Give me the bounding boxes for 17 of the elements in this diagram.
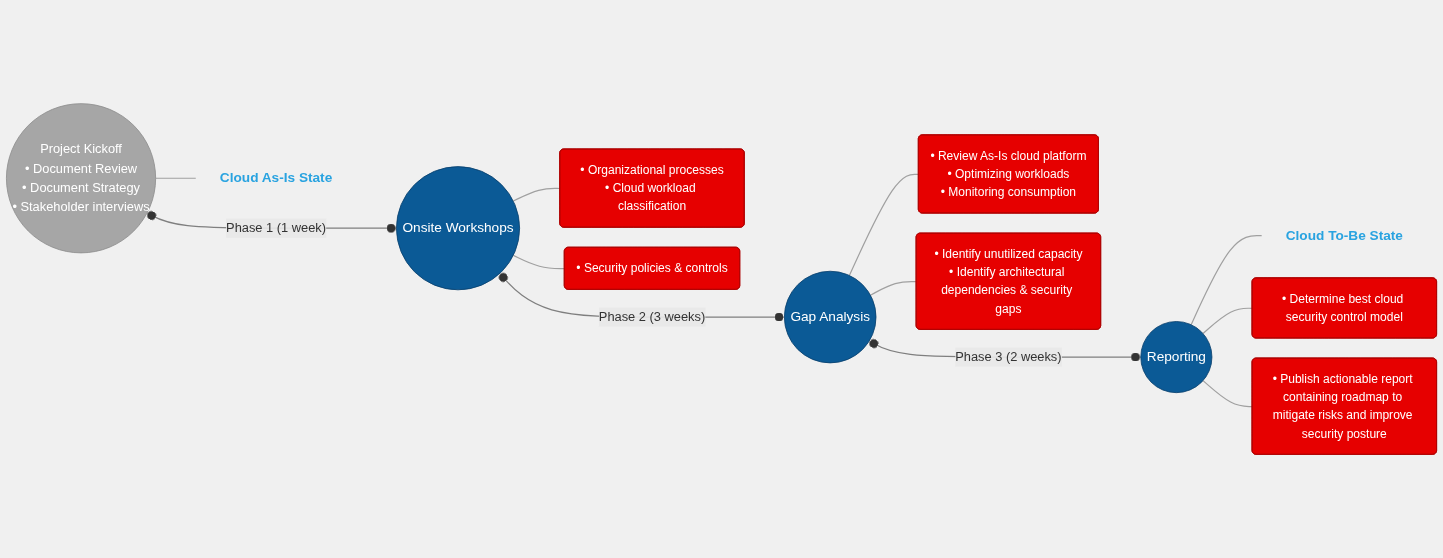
connector xyxy=(155,177,197,179)
connector xyxy=(1202,307,1254,335)
node-circle: Gap Analysis xyxy=(784,270,877,364)
edge-label: Phase 1 (1 week) xyxy=(226,220,326,235)
edge-label: Phase 2 (3 weeks) xyxy=(598,309,706,324)
connector xyxy=(512,187,561,202)
connector xyxy=(1202,380,1254,408)
node-circle: Project Kickoff • Document Review • Document Strategy • Stakeholder interviews xyxy=(6,103,157,254)
node-circle: Onsite Workshops xyxy=(396,166,521,291)
edge-label: Phase 3 (2 weeks) xyxy=(955,349,1062,364)
connector xyxy=(869,280,918,296)
node-text: Cloud As-Is State xyxy=(219,170,333,186)
connector xyxy=(512,254,566,270)
connector xyxy=(1190,234,1263,326)
node-circle: Reporting xyxy=(1140,321,1213,394)
node-text: Cloud To-Be State xyxy=(1285,227,1403,243)
connector xyxy=(848,173,920,277)
